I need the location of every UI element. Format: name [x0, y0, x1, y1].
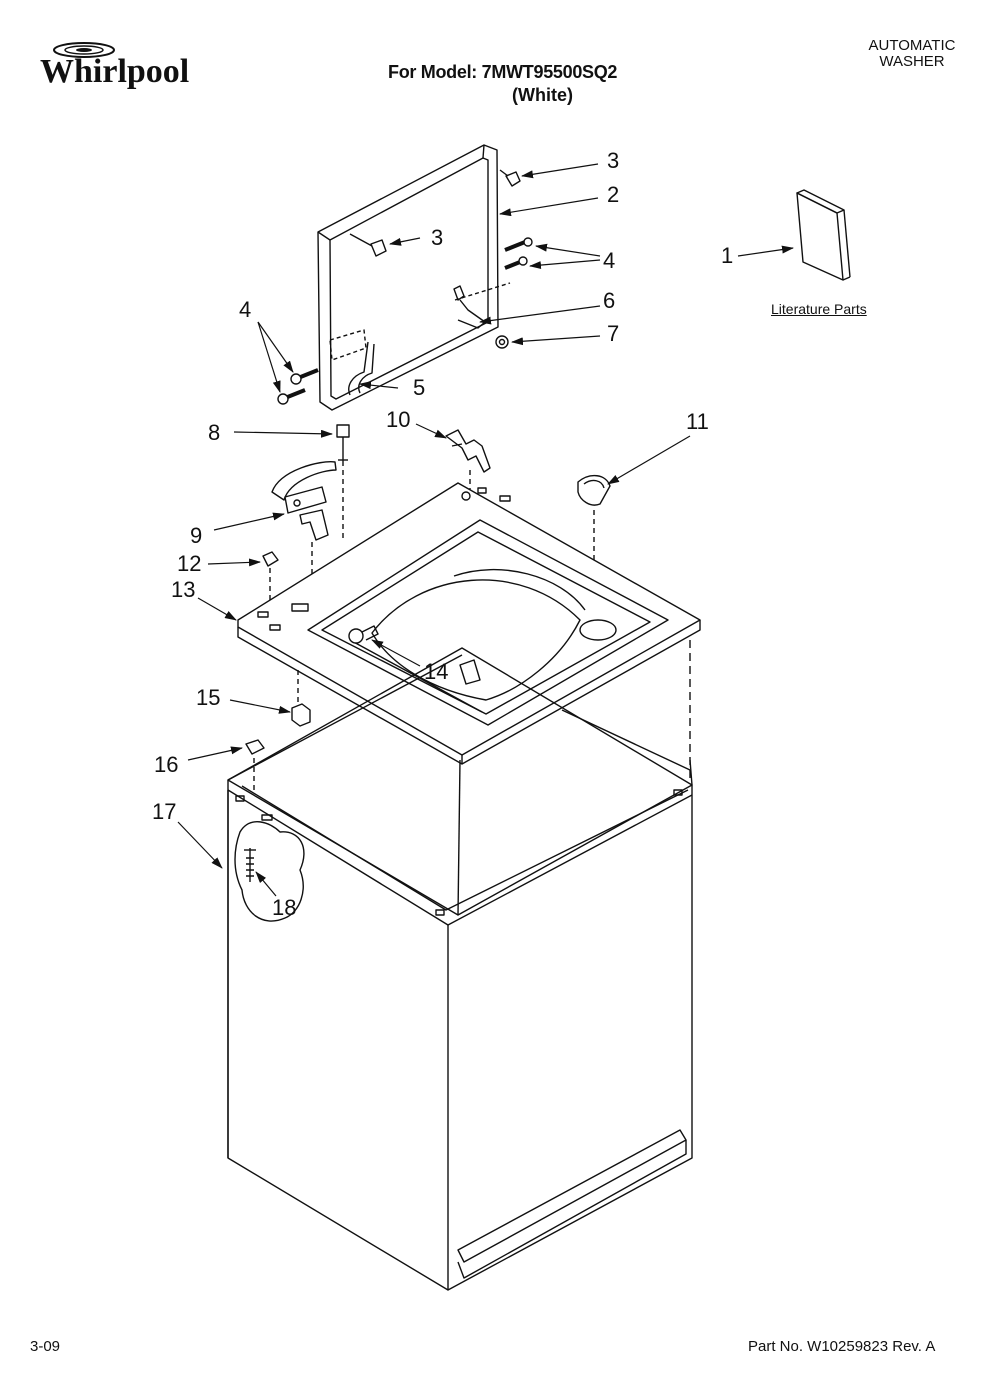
leader-6 [479, 305, 601, 325]
model-color: (White) [512, 85, 573, 105]
appliance-type-line-2: WASHER [879, 53, 945, 70]
leader-15 [229, 699, 291, 714]
literature-parts-label: Literature Parts [771, 301, 867, 317]
top-nut [291, 703, 311, 727]
switch-screw [336, 424, 350, 466]
lid [317, 144, 499, 411]
leader-2 [499, 197, 599, 217]
leader-3b [389, 237, 421, 246]
callout-7: 7 [607, 321, 619, 346]
leader-5 [359, 381, 399, 390]
leader-13 [197, 597, 237, 621]
leader-4a [535, 243, 601, 257]
leader-17 [177, 821, 223, 869]
callout-1: 1 [721, 243, 733, 268]
callout-3a: 3 [607, 148, 619, 173]
leader-18 [255, 871, 277, 897]
callout-6: 6 [603, 288, 615, 313]
callout-5: 5 [413, 375, 425, 400]
retainer-clip [262, 551, 279, 567]
brand-wordmark: Whirlpool [40, 53, 189, 90]
leader-4b-2 [257, 321, 281, 393]
cabinet-screw [244, 848, 256, 882]
callout-11: 11 [686, 409, 709, 434]
lid-switch [271, 461, 337, 541]
page-number: 3-09 [30, 1338, 61, 1355]
callout-14: 14 [424, 659, 448, 684]
cabinet [227, 647, 693, 1291]
leader-7 [511, 335, 601, 346]
callout-9: 9 [190, 523, 202, 548]
callout-3b: 3 [431, 225, 443, 250]
callout-18: 18 [272, 895, 296, 920]
part-number: Part No. W10259823 Rev. A [748, 1338, 936, 1355]
leader-8 [233, 429, 333, 438]
hinge-screw-lower-left [277, 368, 319, 405]
whirlpool-logo: Whirlpool [38, 38, 208, 98]
callout-2: 2 [607, 182, 619, 207]
leader-16 [187, 746, 243, 761]
hose-clip [445, 429, 491, 473]
lid-stop-bumper [495, 335, 509, 349]
literature-parts-booklet [796, 189, 851, 281]
leader-12 [207, 558, 261, 567]
callout-17: 17 [152, 799, 176, 824]
appliance-type-line-1: AUTOMATIC [868, 37, 956, 54]
lid-bumper-left [349, 233, 387, 257]
lid-bumper-top [499, 169, 521, 187]
leader-4b [257, 321, 294, 373]
callout-10: 10 [386, 407, 410, 432]
inlet-connector [348, 625, 379, 644]
callout-13: 13 [171, 577, 195, 602]
callout-16: 16 [154, 752, 178, 777]
callout-4a: 4 [603, 248, 615, 273]
leader-10 [415, 423, 447, 439]
callout-4b: 4 [239, 297, 251, 322]
hinge-screw-upper-right [504, 237, 533, 270]
leader-11 [607, 435, 691, 485]
callout-12: 12 [177, 551, 201, 576]
callout-8: 8 [208, 420, 220, 445]
top-panel [237, 482, 701, 765]
bleach-dispenser [577, 475, 611, 506]
callout-15: 15 [196, 685, 220, 710]
leader-1 [737, 245, 794, 257]
appliance-type: AUTOMATIC WASHER [848, 38, 976, 70]
hinge-rod [348, 341, 369, 396]
model-title: For Model: 7MWT95500SQ2 [388, 62, 618, 82]
leader-9 [213, 512, 285, 531]
cutaway-detail [234, 821, 305, 922]
leader-14 [371, 639, 421, 667]
cabinet-clip [245, 739, 265, 755]
leader-3a [521, 163, 599, 179]
leader-4a-2 [529, 259, 601, 270]
